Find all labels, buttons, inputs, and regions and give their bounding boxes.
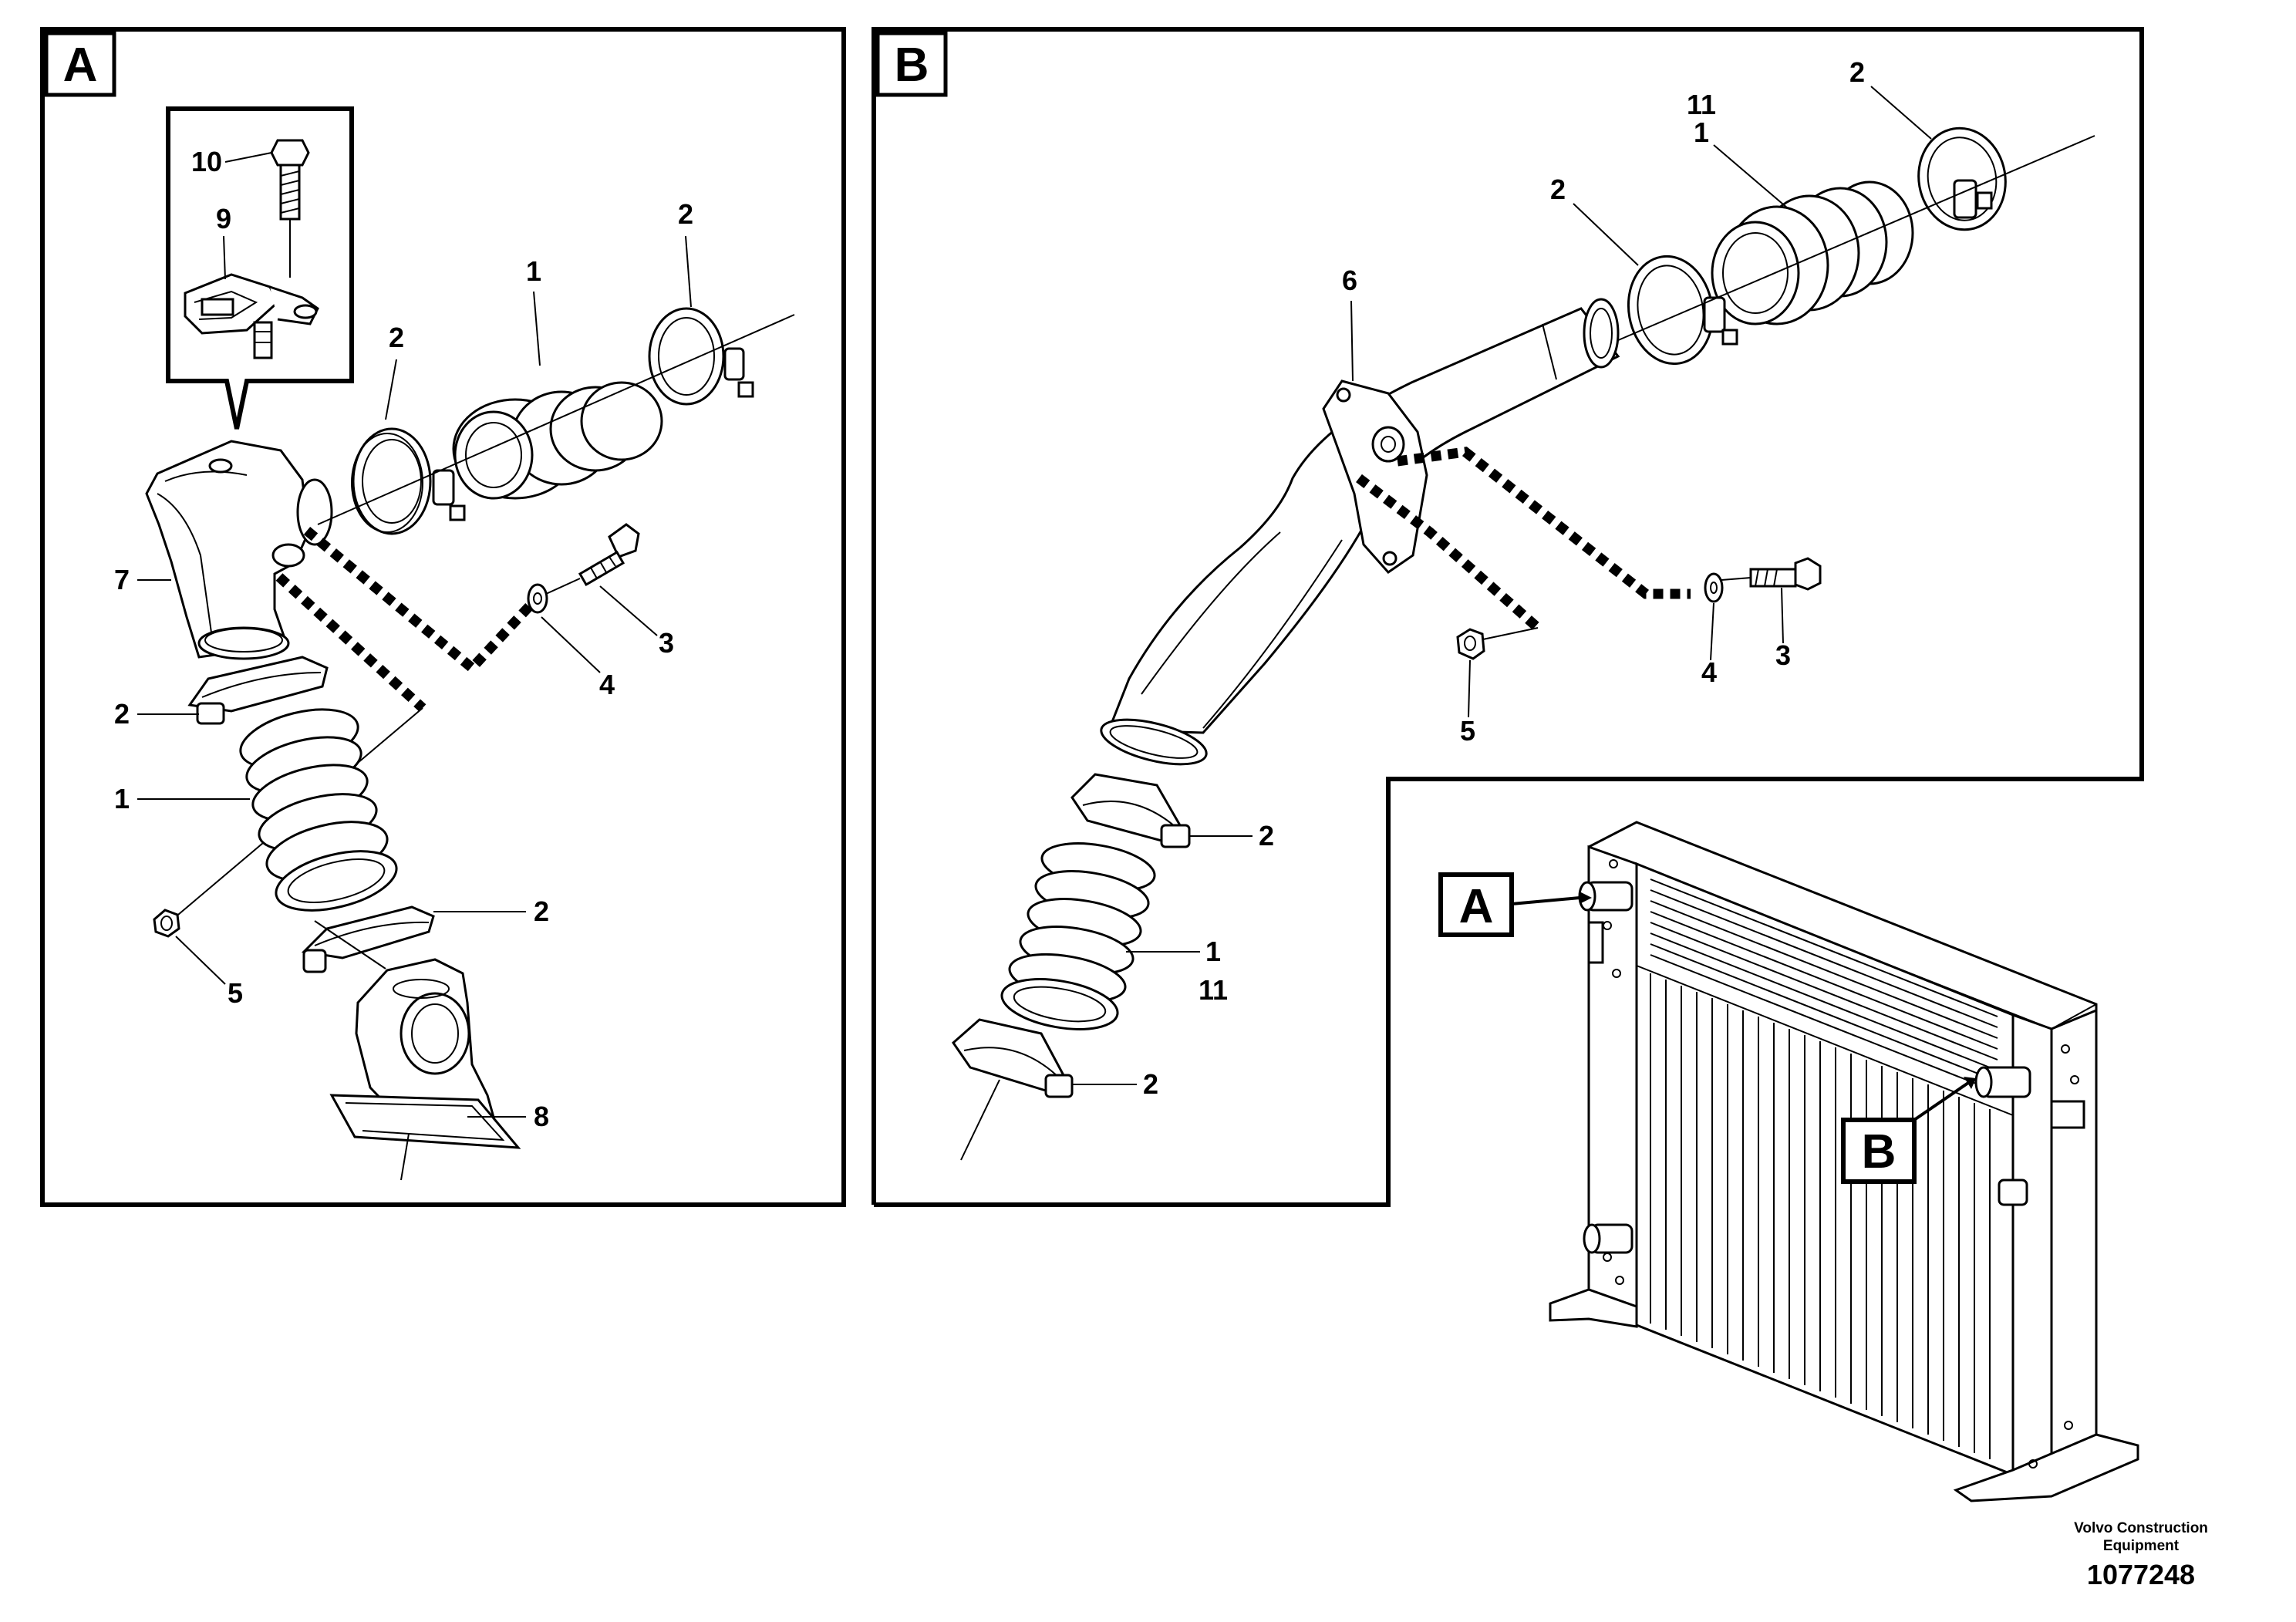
overview-tag-a: A [1459, 880, 1494, 933]
callout-b-2-left: 2 [1550, 174, 1566, 205]
washer-4 [527, 583, 548, 614]
dashed-path-a-nut [275, 573, 426, 712]
clamp-2-top-left [351, 427, 466, 535]
radiator-lower-fins [1636, 965, 2014, 1459]
clamp-2-mid [187, 656, 329, 725]
callout-a-2-top-left: 2 [389, 322, 404, 353]
callout-a-1-top: 1 [526, 255, 541, 287]
overview-pointer-a [1511, 896, 1580, 905]
radiator-foot-left [1549, 1288, 1638, 1328]
callout-a-7: 7 [114, 564, 130, 595]
intake-manifold-8 [329, 958, 521, 1181]
panel-a-tag: A [63, 39, 98, 92]
hose-1-11-b-top [1711, 180, 1914, 325]
centerline-a-top [317, 314, 795, 525]
bolt-3-b [1721, 557, 1822, 591]
bolt-10 [270, 139, 310, 278]
callout-a-1-mid: 1 [114, 783, 130, 814]
radiator-overview: A B [1438, 821, 2139, 1502]
hose-1-mid [239, 708, 398, 912]
clamp-2-b-mid [1070, 773, 1191, 848]
callout-b-2-low: 2 [1143, 1068, 1158, 1100]
clamp-2-b-top [1917, 126, 2007, 231]
dashed-path-b-nut [1356, 474, 1542, 632]
company-name-line-2: Equipment [2102, 1538, 2180, 1554]
radiator-outlet-pipe [1974, 1066, 2085, 1206]
nut-5-b [1456, 628, 1485, 660]
clamp-2-low [301, 905, 435, 973]
company-name-line-1: Volvo Construction [2074, 1520, 2208, 1536]
bolt-3 [578, 523, 640, 587]
radiator-foot-right [1953, 1433, 2139, 1502]
hose-1-11-b-low [1000, 842, 1156, 1030]
radiator-lower-pipe [1583, 1223, 1633, 1254]
callout-a-4: 4 [599, 669, 615, 700]
callout-b-5: 5 [1460, 715, 1475, 747]
overview-tag-b-box [1841, 1118, 1917, 1184]
sensor-inset-frame [166, 106, 354, 430]
clamp-2-top-right [648, 307, 754, 406]
elbow-7 [145, 440, 333, 660]
callout-b-1-low: 1 [1205, 936, 1221, 967]
clamp-2-b-low [952, 1018, 1074, 1098]
callout-b-3: 3 [1775, 639, 1791, 671]
callout-a-2-top-right: 2 [678, 198, 693, 230]
credit-block: Volvo Construction Equipment 1077248 [2052, 1519, 2230, 1592]
overview-pointer-b [1913, 1081, 1970, 1121]
panel-b-tag: B [895, 39, 929, 92]
hose-1-top [452, 381, 663, 500]
callout-b-11-top: 11 [1687, 89, 1716, 120]
overview-tag-a-box [1438, 872, 1514, 937]
callout-a-5: 5 [228, 977, 243, 1009]
panel-b-tag-box [875, 31, 948, 97]
callout-a-9: 9 [216, 203, 231, 234]
washer-4-b [1704, 572, 1724, 603]
panel-b-frame [872, 27, 2144, 1207]
callout-b-11-low: 11 [1199, 974, 1228, 1006]
panel-a-tag-box [44, 31, 116, 97]
callout-a-10: 10 [191, 146, 222, 177]
callout-a-2-mid: 2 [114, 698, 130, 730]
panel-b: B 2 11 1 2 [872, 27, 2144, 1207]
panel-a: A 10 9 [40, 27, 846, 1207]
clamp-2-b-left [1627, 255, 1738, 366]
overview-tag-b: B [1862, 1125, 1896, 1179]
radiator-upper-fins [1650, 878, 1998, 1093]
callout-a-3: 3 [659, 627, 674, 659]
dashed-path-a-bolt [303, 527, 538, 675]
pressure-sensor-9 [184, 273, 319, 359]
callout-b-4: 4 [1701, 656, 1717, 688]
callout-b-1-top: 1 [1694, 116, 1709, 148]
pipe-6 [1100, 298, 1620, 766]
callout-b-2-mid: 2 [1259, 820, 1274, 851]
dashed-path-b-bolt [1397, 447, 1691, 599]
callout-a-2-low: 2 [534, 895, 549, 927]
radiator-inlet-pipe [1578, 881, 1633, 964]
centerline-b-low [960, 1079, 1000, 1161]
centerline-b-top [1605, 135, 2095, 346]
callout-b-2-top: 2 [1849, 56, 1865, 88]
panel-a-frame [40, 27, 846, 1207]
callout-b-6: 6 [1342, 265, 1357, 296]
radiator-bolts [1603, 859, 2079, 1469]
document-number: 1077248 [2086, 1559, 2196, 1590]
callout-a-8: 8 [534, 1101, 549, 1132]
nut-5 [153, 909, 180, 938]
